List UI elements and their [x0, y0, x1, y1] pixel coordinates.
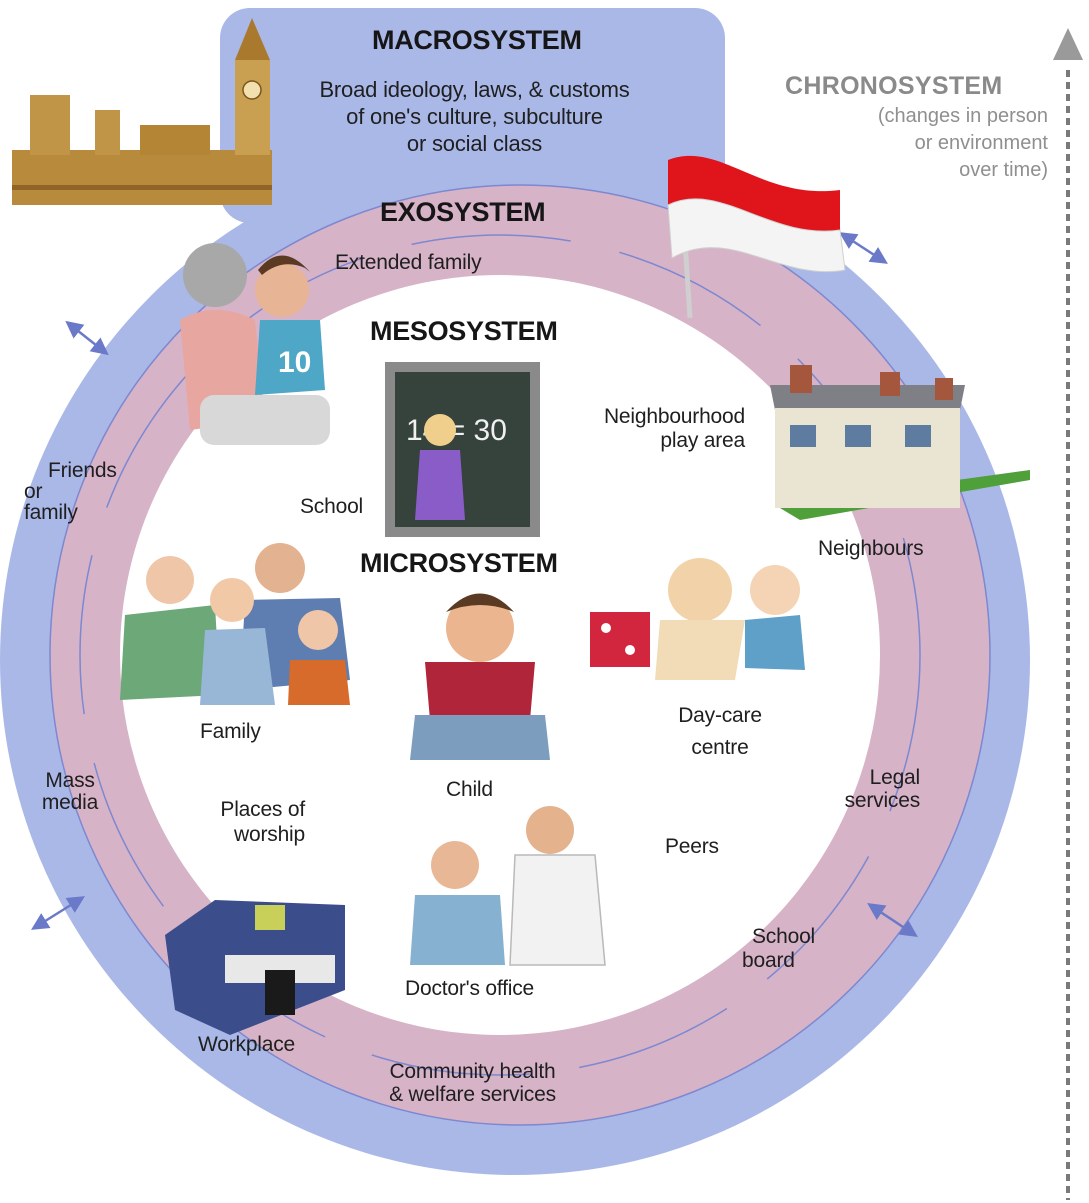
arrow-upper-left	[65, 320, 109, 356]
workplace-illustration	[165, 900, 345, 1035]
shirt-number: 10	[278, 346, 311, 379]
inner-arrow-ring	[79, 234, 921, 1076]
neighbours-label: Neighbours	[818, 537, 924, 560]
arrow-lower-right	[867, 903, 918, 937]
houses-illustration	[770, 365, 1030, 520]
family-label: Family	[200, 720, 261, 743]
macrosystem-description: Broad ideology, laws, & customs of one's…	[272, 76, 677, 157]
community-health-label: Community health & welfare services	[389, 1060, 556, 1106]
outer-arrow-ring	[49, 184, 991, 1126]
flag-white-stripe	[667, 198, 846, 273]
chronosystem-description: (changes in person or environment over t…	[790, 103, 1048, 184]
doctors-office-label: Doctor's office	[405, 977, 535, 1000]
macrosystem-description-line-3: or social class	[406, 131, 543, 156]
chronosystem-description-line-2: or environment	[914, 132, 1048, 154]
peers-label: Peers	[665, 835, 719, 858]
chronosystem-timeline	[1053, 28, 1083, 1200]
day-care-label: Day-care centre	[678, 704, 762, 759]
chalkboard-text: 14 = 30	[406, 414, 507, 447]
places-of-worship-label: Places of worship	[220, 798, 305, 846]
timeline-arrowhead	[1053, 28, 1083, 60]
school-board-label: School board	[742, 925, 816, 972]
arrow-upper-right	[839, 232, 888, 264]
macrosystem-description-line-1: Broad ideology, laws, & customs	[319, 77, 630, 102]
workplace-label: Workplace	[198, 1033, 296, 1056]
neighbourhood-play-area-label: Neighbourhood play area	[603, 405, 745, 452]
doctors-office-illustration	[410, 806, 606, 966]
radial-arrows	[31, 232, 918, 937]
extended-family-illustration: 10	[180, 243, 330, 445]
child-illustration	[410, 593, 550, 760]
macrosystem-title: MACROSYSTEM	[372, 25, 582, 55]
chalkboard-illustration: 14 = 30	[385, 362, 540, 537]
macrosystem-description-line-2: of one's culture, subculture	[346, 104, 603, 129]
child-label: Child	[446, 778, 493, 801]
day-care-illustration	[590, 558, 805, 680]
family-illustration	[120, 543, 350, 705]
mesosystem-title: MESOSYSTEM	[370, 316, 558, 346]
chronosystem-description-line-3: over time)	[959, 159, 1048, 181]
school-label: School	[300, 495, 364, 518]
chronosystem-description-line-1: (changes in person	[877, 105, 1048, 127]
parliament-building-illustration	[12, 18, 272, 205]
chronosystem-title: CHRONOSYSTEM	[785, 72, 1003, 100]
flag-illustration	[667, 155, 846, 319]
exosystem-title: EXOSYSTEM	[380, 197, 546, 227]
friends-or-family-label: Friends or family	[24, 459, 117, 524]
mass-media-label: Mass media	[41, 769, 99, 814]
flag-red-stripe	[668, 155, 840, 232]
legal-services-label: Legal services	[844, 766, 921, 812]
arrow-lower-left	[31, 896, 85, 930]
extended-family-label: Extended family	[335, 251, 482, 274]
microsystem-title: MICROSYSTEM	[360, 548, 558, 578]
